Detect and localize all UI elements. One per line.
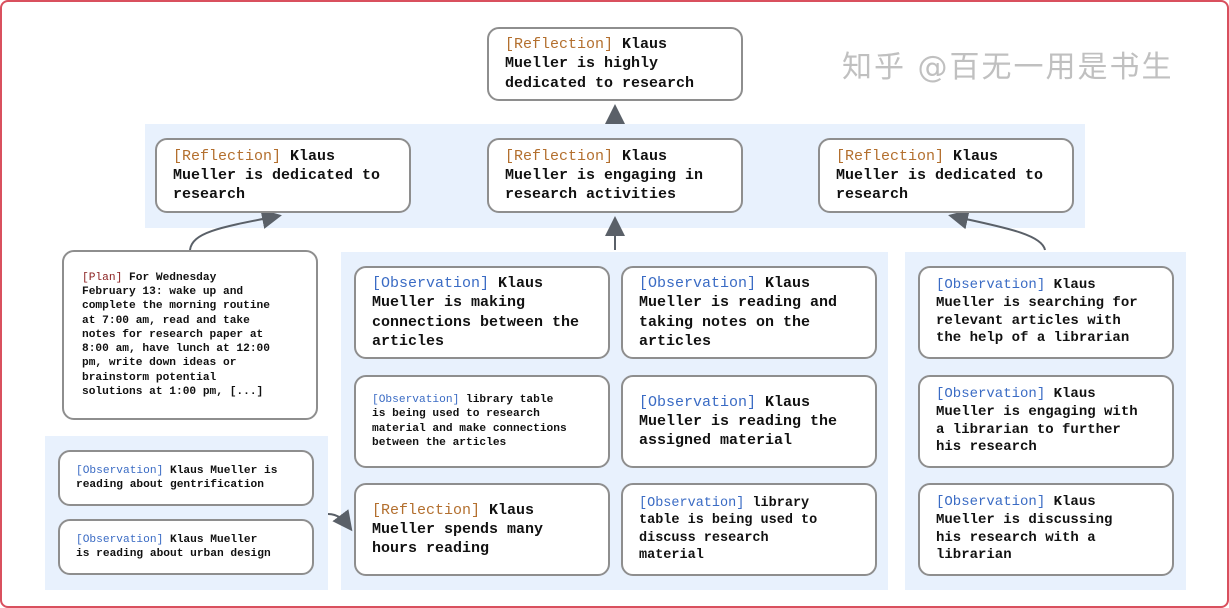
observation-node: [Observation] Klaus Mueller is reading a… bbox=[58, 519, 314, 575]
reflection-node: [Reflection] Klaus Mueller is dedicated … bbox=[155, 138, 411, 213]
arrow-left-to-reflection bbox=[327, 509, 353, 532]
reflection-node: [Reflection] Klaus Mueller is engaging i… bbox=[487, 138, 743, 213]
reflection-node: [Reflection] Klaus Mueller spends many h… bbox=[354, 483, 610, 576]
observation-node: [Observation] Klaus Mueller is reading a… bbox=[621, 266, 877, 359]
observation-node: [Observation] Klaus Mueller is reading t… bbox=[621, 375, 877, 468]
observation-node: [Observation] Klaus Mueller is making co… bbox=[354, 266, 610, 359]
observation-node: [Observation] Klaus Mueller is reading a… bbox=[58, 450, 314, 506]
watermark: 知乎 @百无一用是书生 bbox=[842, 50, 1174, 85]
arrow-right-to-reflection bbox=[948, 209, 1046, 251]
observation-node: [Observation] library table is being use… bbox=[621, 483, 877, 576]
observation-node: [Observation] Klaus Mueller is searching… bbox=[918, 266, 1174, 359]
reflection-node: [Reflection] Klaus Mueller is dedicated … bbox=[818, 138, 1074, 213]
observation-node: [Observation] Klaus Mueller is engaging … bbox=[918, 375, 1174, 468]
top-reflection-node: [Reflection] Klaus Mueller is highly ded… bbox=[487, 27, 743, 101]
observation-node: [Observation] library table is being use… bbox=[354, 375, 610, 468]
plan-node: [Plan] For Wednesday February 13: wake u… bbox=[62, 250, 318, 420]
arrow-plan-to-reflection bbox=[189, 209, 282, 251]
observation-node: [Observation] Klaus Mueller is discussin… bbox=[918, 483, 1174, 576]
